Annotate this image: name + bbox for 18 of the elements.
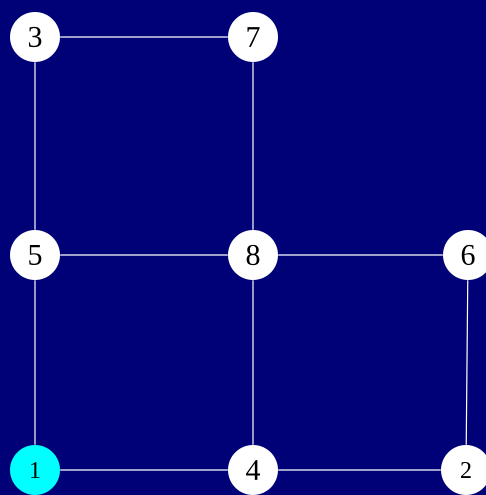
graph-edge <box>252 62 254 230</box>
graph-edge <box>60 254 228 256</box>
graph-vertex: 5 <box>10 230 60 280</box>
graph-edge <box>278 469 441 471</box>
graph-edge <box>60 36 228 38</box>
graph-vertex: 1 <box>10 445 60 495</box>
graph-vertex: 2 <box>441 445 486 495</box>
graph-edge <box>278 254 443 256</box>
graph-edge <box>34 62 36 230</box>
graph-vertex: 6 <box>443 230 486 280</box>
graph-vertex: 8 <box>228 230 278 280</box>
graph-edge <box>34 280 36 445</box>
graph-edge <box>252 280 254 445</box>
graph-edge <box>466 280 468 445</box>
graph-vertex: 7 <box>228 12 278 62</box>
graph-vertex: 3 <box>10 12 60 62</box>
graph-edge <box>60 469 228 471</box>
graph-vertex: 4 <box>228 445 278 495</box>
